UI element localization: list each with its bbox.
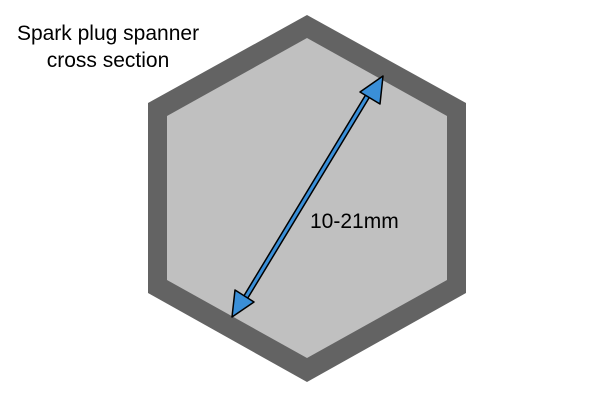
dimension-arrow bbox=[231, 75, 384, 318]
arrow-shaft bbox=[242, 90, 372, 302]
arrow-head-top bbox=[359, 75, 384, 105]
diagram-title: Spark plug spanner cross section bbox=[8, 20, 208, 74]
arrow-head-bottom bbox=[231, 289, 255, 318]
dimension-label: 10-21mm bbox=[310, 210, 399, 233]
title-line-2: cross section bbox=[46, 49, 170, 72]
title-line-1: Spark plug spanner bbox=[16, 22, 200, 45]
